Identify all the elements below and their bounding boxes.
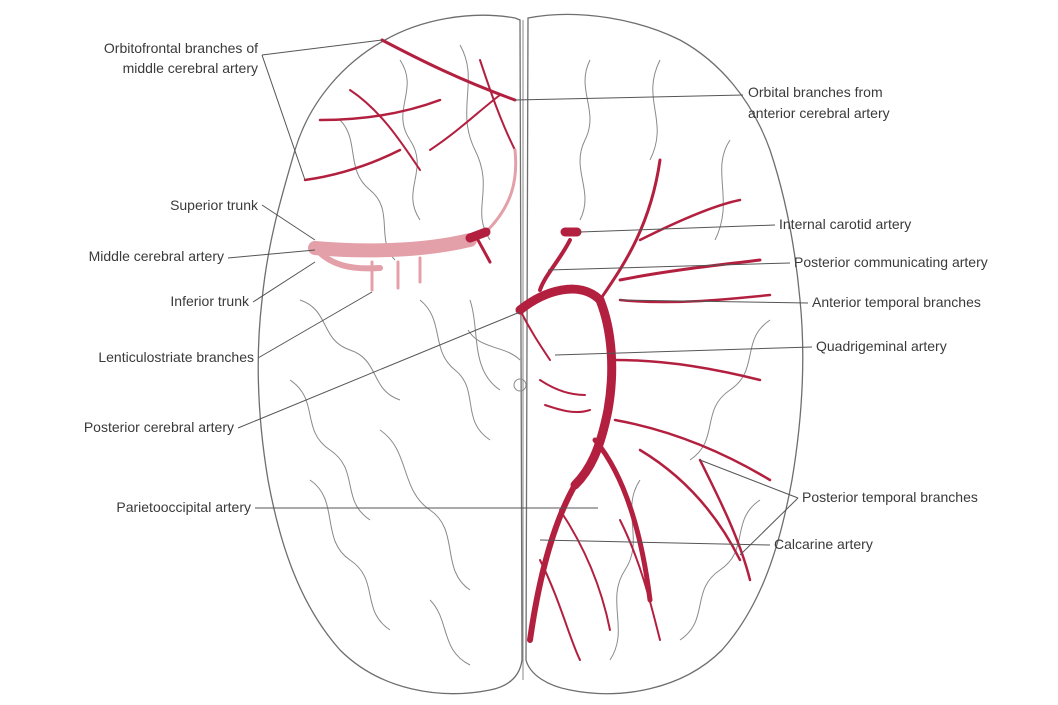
label-orbital-line1: Orbital branches from (748, 84, 883, 100)
label-inferior-trunk: Inferior trunk (170, 293, 250, 309)
label-internal-carotid-artery: Internal carotid artery (779, 216, 911, 232)
label-posterior-cerebral-artery: Posterior cerebral artery (84, 419, 234, 435)
label-parietooccipital-artery: Parietooccipital artery (116, 499, 251, 515)
label-posterior-communicating-artery: Posterior communicating artery (794, 254, 988, 270)
label-superior-trunk: Superior trunk (170, 197, 259, 213)
left-hemisphere-outline (258, 15, 522, 693)
label-calcarine-artery: Calcarine artery (774, 536, 873, 552)
leader-orbitofrontal (262, 55, 305, 180)
label-orbitofrontal-line2: middle cerebral artery (123, 60, 258, 76)
label-orbital-line2: anterior cerebral artery (748, 105, 890, 121)
label-anterior-temporal-branches: Anterior temporal branches (812, 294, 981, 310)
label-middle-cerebral-artery: Middle cerebral artery (89, 248, 224, 264)
label-posterior-temporal-branches: Posterior temporal branches (802, 489, 978, 505)
brain-outline (258, 14, 803, 693)
left-internal-carotid (470, 232, 486, 238)
label-lenticulostriate-branches: Lenticulostriate branches (98, 349, 254, 365)
label-orbitofrontal-line1: Orbitofrontal branches of (104, 40, 258, 56)
label-quadrigeminal-artery: Quadrigeminal artery (816, 338, 947, 354)
